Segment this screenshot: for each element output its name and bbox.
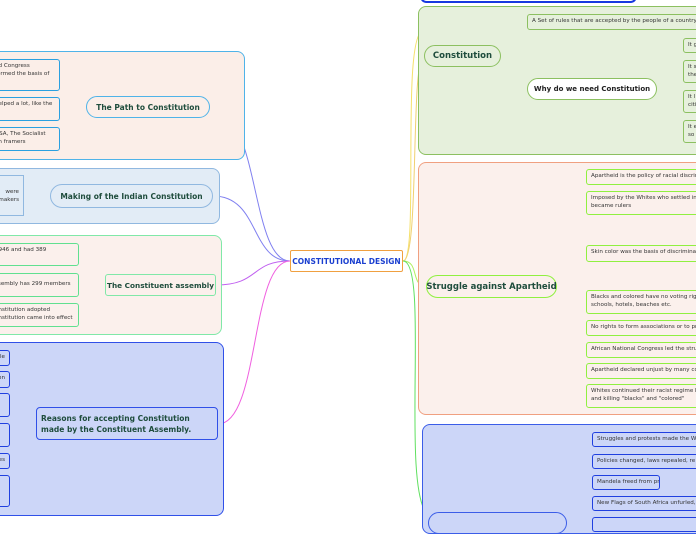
why-node[interactable]: Why do we need Constitution	[527, 78, 657, 100]
why-item[interactable]: It e so	[683, 120, 696, 143]
why-item[interactable]: It s the	[683, 60, 696, 83]
assembly-item[interactable]: ssembly has 299 members	[0, 273, 79, 297]
reasons-frame	[0, 342, 224, 516]
apartheid-frame	[418, 162, 696, 415]
path-item[interactable]: USA, The Socialist on framers	[0, 127, 60, 151]
apartheid-item[interactable]: African National Congress led the stru	[586, 342, 696, 358]
apartheid-item[interactable]: Whites continued their racist regime b a…	[586, 384, 696, 408]
apartheid-item[interactable]: Imposed by the Whites who settled in bec…	[586, 191, 696, 215]
reasons-item[interactable]	[0, 423, 10, 447]
making-node[interactable]: Making of the Indian Constitution	[50, 184, 213, 208]
central-topic[interactable]: CONSTITUTIONAL DESIGN	[290, 250, 403, 272]
assembly-item[interactable]: onstitution adopted onstitution came int…	[0, 303, 79, 327]
apartheid-node[interactable]: Struggle against Apartheid	[426, 275, 557, 298]
apartheid-item[interactable]: Apartheid declared unjust by many co	[586, 363, 696, 379]
apartheid-item[interactable]: No rights to form associations or to pro	[586, 320, 696, 336]
bottom-item[interactable]: Struggles and protests made the W	[592, 432, 696, 447]
apartheid-item[interactable]: Apartheid is the policy of racial discri…	[586, 169, 696, 185]
bottom-item[interactable]	[592, 517, 696, 532]
path-item[interactable]: helped a lot, like the	[0, 97, 60, 121]
assembly-item[interactable]: 1946 and had 389	[0, 243, 79, 266]
reasons-item[interactable]: on	[0, 371, 10, 388]
bottom-item[interactable]: New Flags of South Africa unfurled,	[592, 496, 696, 511]
why-item[interactable]: It l citi	[683, 90, 696, 113]
path-item[interactable]: nd Congress formed the basis of	[0, 59, 60, 91]
reasons-node[interactable]: Reasons for accepting Constitution made …	[36, 407, 218, 440]
reasons-item[interactable]	[0, 475, 10, 507]
making-frame	[0, 168, 220, 224]
bottom-item[interactable]: Mandela freed from prision	[592, 475, 660, 490]
top-frame	[420, 0, 637, 3]
bottom-node[interactable]	[428, 512, 567, 534]
apartheid-item[interactable]: Skin color was the basis of discriminat	[586, 245, 696, 262]
path-node[interactable]: The Path to Constitution	[86, 96, 210, 118]
why-item[interactable]: It g	[683, 38, 696, 53]
making-item[interactable]: were makers	[0, 175, 24, 216]
reasons-item[interactable]	[0, 393, 10, 417]
apartheid-item[interactable]: Blacks and colored have no voting righ s…	[586, 290, 696, 314]
reasons-item[interactable]: es	[0, 453, 10, 469]
constitution-definition[interactable]: A Set of rules that are accepted by the …	[527, 14, 696, 30]
assembly-frame	[0, 235, 222, 335]
constitution-node[interactable]: Constitution	[424, 45, 501, 67]
bottom-item[interactable]: Policies changed, laws repealed, re	[592, 454, 696, 469]
assembly-node[interactable]: The Constituent assembly	[105, 274, 216, 296]
reasons-item[interactable]: le	[0, 350, 10, 366]
